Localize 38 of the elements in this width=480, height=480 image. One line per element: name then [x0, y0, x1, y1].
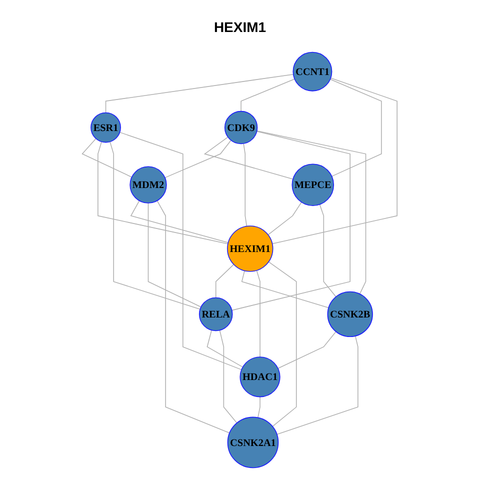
edge-line	[110, 141, 201, 310]
gene-node: HEXIM1	[227, 226, 274, 272]
edge-line	[148, 202, 202, 308]
gene-node: ESR1	[90, 112, 122, 143]
edge-line	[330, 78, 382, 177]
edge-line	[256, 270, 261, 358]
edge-line	[157, 200, 230, 434]
edge-line	[164, 140, 232, 178]
gene-node: CSNK2A1	[228, 416, 279, 468]
edge-line	[98, 141, 229, 244]
edge-line	[268, 261, 298, 427]
edge-line	[232, 130, 351, 311]
edge-line	[276, 336, 359, 435]
edge-line	[268, 202, 302, 236]
gene-node: HDAC1	[240, 356, 281, 398]
gene-node: CCNT1	[293, 52, 332, 92]
edge-line	[106, 74, 294, 114]
edge-line	[216, 264, 234, 298]
edge-line	[204, 136, 294, 180]
edge-line	[258, 396, 261, 418]
edge-line	[130, 200, 229, 244]
edge-line	[278, 331, 337, 369]
edge-line	[220, 330, 238, 424]
gene-node: MDM2	[130, 166, 168, 204]
edge-line	[243, 143, 248, 227]
edge-line	[242, 270, 330, 308]
gene-node: CDK9	[224, 110, 258, 144]
gene-node: CSNK2B	[328, 291, 374, 338]
edge-line	[240, 78, 296, 112]
gene-node: RELA	[199, 297, 234, 332]
diagram-title: HEXIM1	[214, 19, 266, 35]
edge-line	[320, 204, 337, 298]
edge-line	[120, 132, 242, 370]
gene-node: MEPCE	[292, 164, 334, 206]
edge-line	[207, 330, 244, 368]
edge-line	[272, 78, 398, 244]
edge-line	[256, 130, 366, 294]
edge-line	[82, 138, 132, 178]
